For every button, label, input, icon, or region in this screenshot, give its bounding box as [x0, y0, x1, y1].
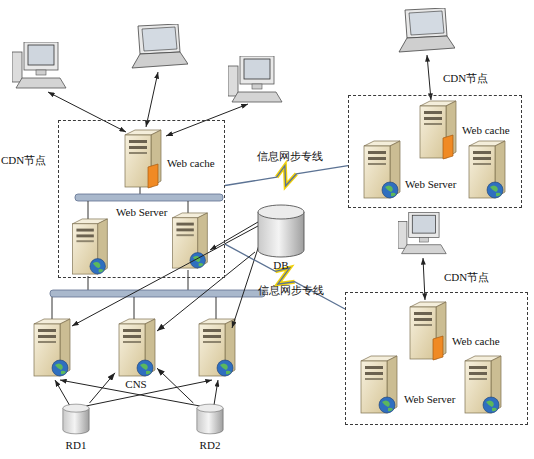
bus-link [216, 297, 217, 320]
web-server-icon [364, 141, 400, 198]
client-link [427, 55, 431, 100]
node-shape [119, 319, 155, 376]
server-icon [34, 319, 70, 376]
node-shape [410, 302, 446, 360]
node-shape [125, 130, 161, 188]
server-group-label: Web Server [404, 393, 455, 406]
web-server-icon [73, 219, 108, 274]
desktop-computer [398, 213, 446, 254]
node-icon [406, 301, 448, 361]
data-link [90, 373, 115, 403]
dedicated-line [225, 166, 348, 186]
db-link [72, 226, 258, 326]
node-icon [190, 403, 230, 435]
db-link [210, 222, 258, 250]
network-bus [50, 290, 265, 297]
web-server-icon [469, 141, 505, 198]
web-server-icon [173, 213, 208, 268]
server-group-label: Web Server [405, 178, 456, 191]
node-label: RD1 [51, 439, 101, 452]
rd-link [214, 380, 218, 405]
node-label: RD2 [185, 439, 235, 452]
laptop-computer [399, 8, 455, 52]
cdn-group-box: CDN节点Web cache [345, 292, 528, 425]
bus-link [134, 297, 135, 320]
node-label: CNS [111, 378, 161, 391]
client-link [48, 92, 126, 132]
database-cylinder: RD1 [57, 403, 95, 435]
desktop-computer [12, 42, 66, 88]
node-shape [197, 404, 223, 434]
link-label: 信息网步专线 [258, 284, 324, 297]
cache-server: Web cache [416, 100, 458, 160]
laptop-computer [132, 24, 188, 68]
group-heading: CDN节点 [444, 271, 504, 284]
bus-link [188, 270, 189, 290]
node-icon [416, 100, 458, 160]
server-group-label: Web Server [116, 206, 167, 219]
database-cylinder: DB [255, 203, 307, 259]
web-server-icon [361, 356, 397, 413]
node-label: Web cache [167, 157, 237, 170]
node-icon [115, 318, 157, 378]
bus-link [188, 201, 189, 214]
bus-link [88, 276, 89, 290]
cache-server: Web cache [121, 129, 163, 189]
node-label: Web cache [462, 124, 532, 137]
node-shape [63, 404, 89, 434]
node-shape [420, 101, 456, 159]
client-link [146, 72, 158, 127]
data-link [157, 368, 193, 403]
node-icon [121, 129, 163, 189]
web-server-icon [465, 356, 501, 413]
server-node: CNS [115, 318, 157, 378]
rd-link [55, 380, 70, 406]
data-link [157, 252, 255, 331]
cdn-group-box: CDN节点Web cache [348, 95, 522, 208]
node-icon [57, 403, 95, 435]
node-icon [255, 203, 307, 259]
group-heading: CDN节点 [1, 154, 55, 167]
client-link [423, 258, 425, 300]
server-icon [199, 319, 235, 376]
desktop-computer [228, 56, 282, 102]
node-label: DB [255, 259, 307, 272]
link-label: 信息网步专线 [257, 150, 323, 163]
node-label: Web cache [452, 335, 522, 348]
cache-server: Web cache [406, 301, 448, 361]
bus-link [52, 297, 53, 320]
bus-link [88, 201, 89, 220]
network-bus [75, 194, 223, 201]
cdn-group-box: CDN节点Web cache [58, 120, 225, 278]
database-cylinder: RD2 [190, 403, 230, 435]
node-shape [258, 205, 304, 257]
lightning-bolt [277, 166, 297, 186]
group-heading: CDN节点 [443, 72, 503, 85]
